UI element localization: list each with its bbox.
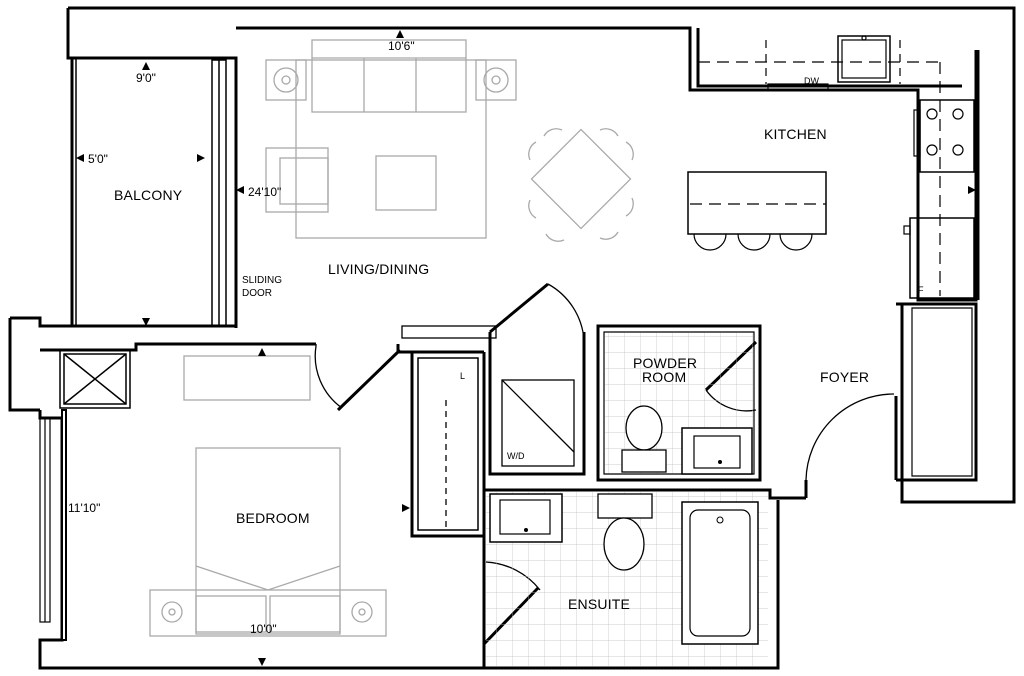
room-label-powder-room-1: POWDER bbox=[633, 355, 698, 371]
dimension-balcony-width: 9'0" bbox=[136, 71, 156, 85]
room-label-bedroom: BEDROOM bbox=[236, 510, 310, 526]
dimension-bedroom-length: 11'10" bbox=[68, 501, 101, 515]
dimension-bedroom-width: 10'0" bbox=[250, 622, 277, 636]
fixture-label-linen: L bbox=[460, 371, 466, 381]
room-label-kitchen: KITCHEN bbox=[764, 126, 827, 142]
fixture-label-dishwasher: DW bbox=[804, 76, 819, 86]
room-label-balcony: BALCONY bbox=[114, 187, 183, 203]
living-furniture bbox=[265, 39, 634, 242]
dimension-balcony-depth: 5'0" bbox=[88, 152, 108, 166]
dimension-living-width: 10'6" bbox=[388, 39, 415, 53]
bedroom-furniture bbox=[149, 355, 387, 637]
fixture-label-fridge: F bbox=[918, 285, 924, 295]
powder-room-fixtures bbox=[605, 333, 753, 475]
room-label-ensuite: ENSUITE bbox=[568, 596, 631, 612]
room-label-powder-room-2: ROOM bbox=[642, 369, 687, 385]
dimension-arrows bbox=[76, 30, 976, 666]
ensuite-fixtures bbox=[486, 492, 768, 666]
fixture-label-washer-dryer: W/D bbox=[507, 451, 525, 461]
bedroom-window bbox=[39, 417, 51, 623]
mechanical-shaft bbox=[59, 349, 131, 409]
room-label-living-dining: LIVING/DINING bbox=[328, 261, 430, 277]
dimension-living-length: 24'10" bbox=[248, 185, 282, 199]
room-label-foyer: FOYER bbox=[820, 369, 870, 385]
sliding-door-label-1: SLIDING bbox=[242, 275, 283, 286]
sliding-door-label-2: DOOR bbox=[242, 288, 272, 299]
kitchen-counters bbox=[687, 35, 975, 299]
washer-dryer bbox=[445, 379, 575, 528]
balcony bbox=[71, 58, 227, 327]
wall-fill bbox=[61, 409, 67, 641]
